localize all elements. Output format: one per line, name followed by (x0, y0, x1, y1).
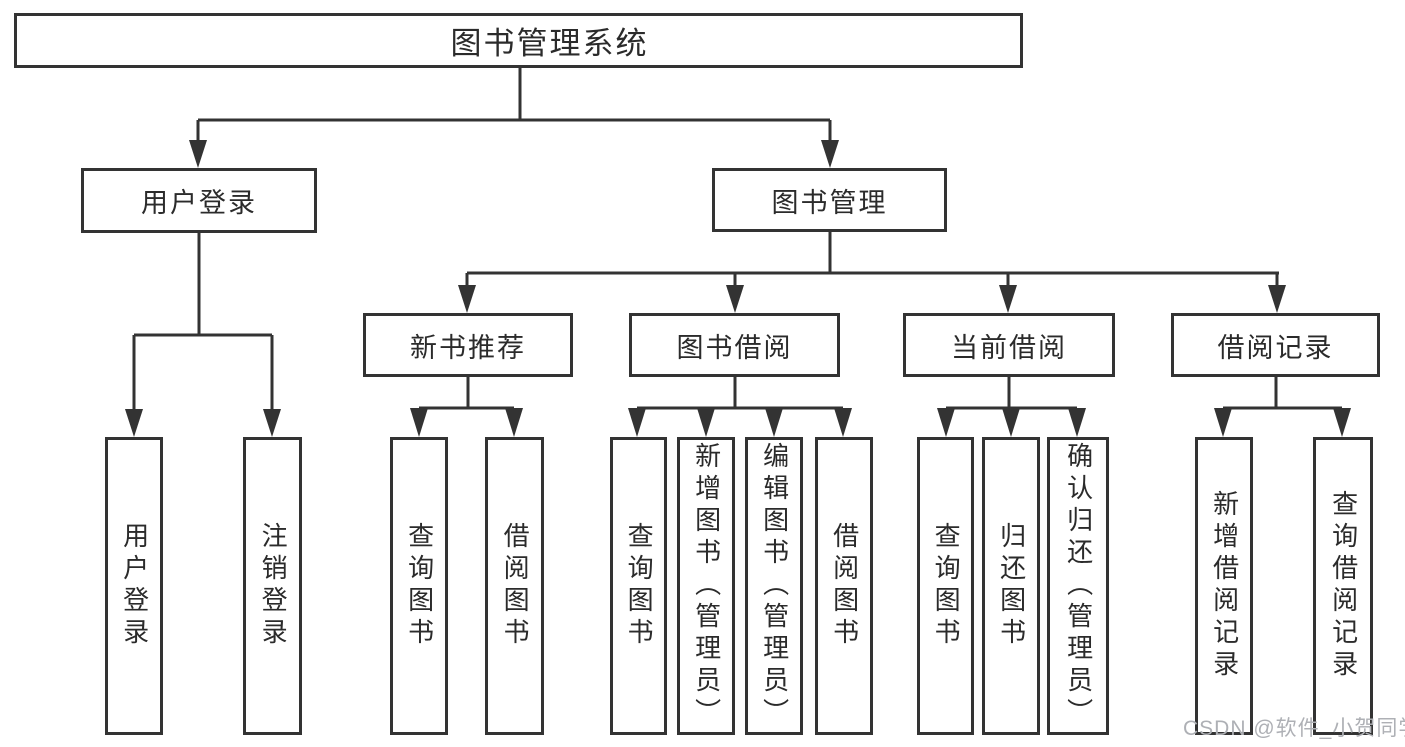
node-borrow-records-label: 借阅记录 (1217, 332, 1334, 363)
node-book-borrowing-label: 图书借阅 (676, 332, 793, 363)
leaf-return-books: 归还图书 (982, 437, 1040, 735)
leaf-query-borrow-record-label: 查询借阅记录 (1328, 490, 1359, 682)
leaf-query-books-borrowing-label: 查询图书 (624, 522, 655, 650)
node-root-label: 图书管理系统 (450, 26, 649, 61)
leaf-edit-book-admin-label: 编辑图书（管理员） (759, 442, 790, 730)
leaf-borrow-books-borrowing-label: 借阅图书 (829, 522, 860, 650)
leaf-query-books-recommend: 查询图书 (390, 437, 448, 735)
leaf-query-books-current: 查询图书 (917, 437, 974, 735)
leaf-add-borrow-record-label: 新增借阅记录 (1209, 490, 1240, 682)
node-user-login: 用户登录 (81, 168, 317, 233)
node-book-borrowing: 图书借阅 (629, 313, 840, 377)
leaf-confirm-return-admin-label: 确认归还（管理员） (1063, 442, 1094, 730)
leaf-add-book-admin: 新增图书（管理员） (677, 437, 735, 735)
leaf-logout-label: 注销登录 (258, 522, 289, 650)
leaf-return-books-label: 归还图书 (996, 522, 1027, 650)
node-book-management-label: 图书管理 (771, 187, 888, 218)
node-book-management: 图书管理 (712, 168, 947, 232)
leaf-user-login-label: 用户登录 (119, 522, 150, 650)
leaf-edit-book-admin: 编辑图书（管理员） (745, 437, 803, 735)
node-new-book-recommend-label: 新书推荐 (410, 332, 526, 363)
leaf-confirm-return-admin: 确认归还（管理员） (1047, 437, 1109, 735)
node-root: 图书管理系统 (14, 13, 1023, 68)
leaf-add-borrow-record: 新增借阅记录 (1195, 437, 1253, 735)
node-new-book-recommend: 新书推荐 (363, 313, 573, 377)
node-current-borrowing: 当前借阅 (903, 313, 1115, 377)
node-current-borrowing-label: 当前借阅 (951, 332, 1067, 363)
leaf-query-books-current-label: 查询图书 (931, 522, 962, 650)
leaf-borrow-books-recommend: 借阅图书 (485, 437, 544, 735)
leaf-user-login: 用户登录 (105, 437, 163, 735)
leaf-borrow-books-borrowing: 借阅图书 (815, 437, 873, 735)
node-user-login-label: 用户登录 (141, 188, 257, 218)
leaf-query-books-recommend-label: 查询图书 (404, 522, 435, 650)
node-borrow-records: 借阅记录 (1171, 313, 1380, 377)
csdn-watermark: CSDN @软件_小贺同学 (1183, 717, 1405, 740)
leaf-query-books-borrowing: 查询图书 (610, 437, 667, 735)
leaf-logout: 注销登录 (243, 437, 302, 735)
leaf-borrow-books-recommend-label: 借阅图书 (500, 522, 531, 650)
leaf-query-borrow-record: 查询借阅记录 (1313, 437, 1373, 735)
leaf-add-book-admin-label: 新增图书（管理员） (691, 442, 722, 730)
